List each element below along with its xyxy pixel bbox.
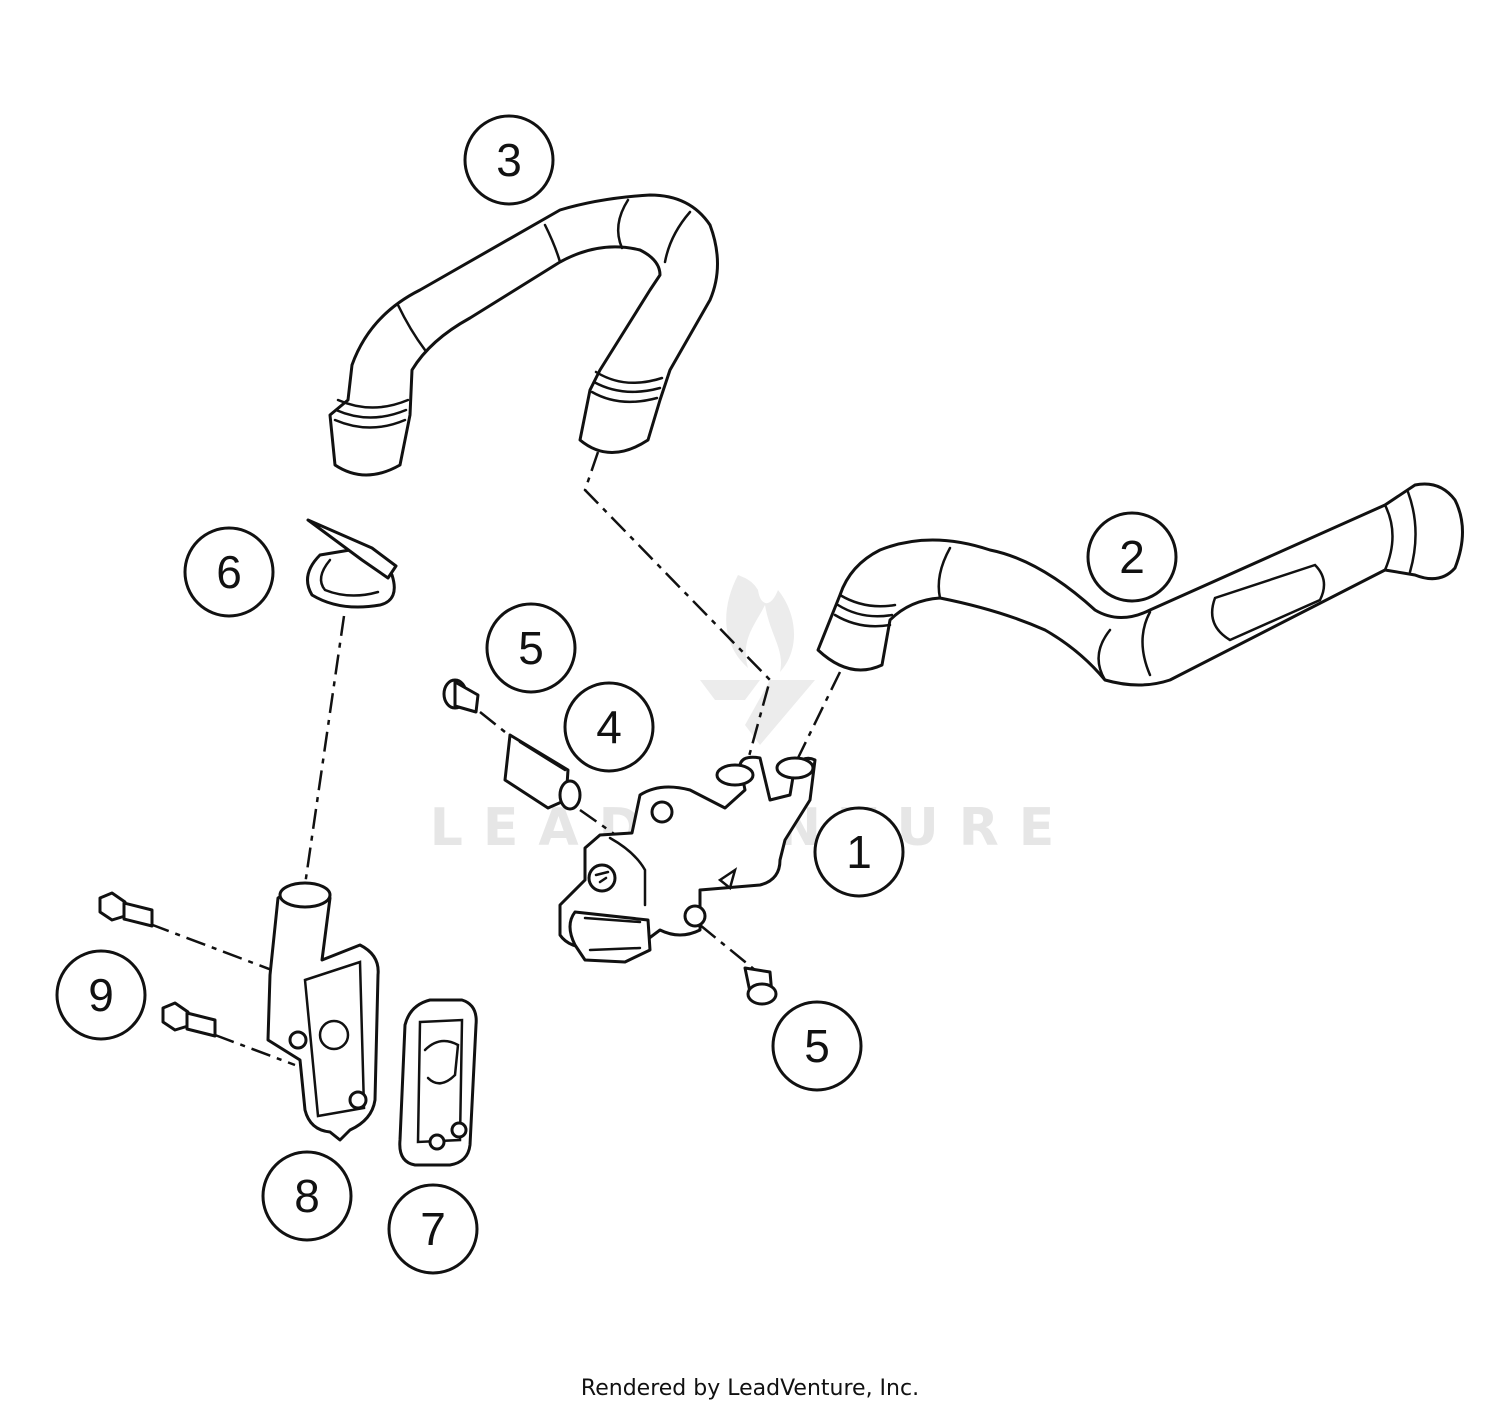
- housing-8[interactable]: [266, 881, 380, 1142]
- screw-5-top[interactable]: [442, 678, 480, 714]
- callout-3: 3: [463, 114, 555, 206]
- bolt-9-lower[interactable]: [161, 1001, 217, 1038]
- callout-label-6: 6: [216, 546, 242, 598]
- callout-5-top: 5: [485, 602, 577, 694]
- callout-label-3: 3: [496, 134, 522, 186]
- callout-label-5-bottom: 5: [804, 1020, 830, 1072]
- callout-8: 8: [261, 1150, 353, 1242]
- callout-9: 9: [55, 949, 147, 1041]
- callout-4: 4: [563, 681, 655, 773]
- callout-label-4: 4: [596, 701, 622, 753]
- callout-5-bottom: 5: [771, 1000, 863, 1092]
- callout-label-9: 9: [88, 969, 114, 1021]
- leader-bolt-upper: [149, 922, 286, 977]
- spacer-4[interactable]: [503, 733, 582, 811]
- callout-7: 7: [387, 1183, 479, 1275]
- callout-2: 2: [1086, 511, 1178, 603]
- leader-screw-top: [479, 711, 516, 741]
- footer-credit: Rendered by LeadVenture, Inc.: [580, 1376, 920, 1401]
- callout-6: 6: [183, 526, 275, 618]
- leader-lines: [149, 451, 842, 1067]
- callout-label-5-top: 5: [518, 622, 544, 674]
- callout-label-8: 8: [294, 1170, 320, 1222]
- hose-2[interactable]: [816, 482, 1464, 687]
- hose-3[interactable]: [328, 193, 719, 477]
- callout-label-7: 7: [420, 1203, 446, 1255]
- leader-screw-bottom: [699, 924, 756, 971]
- cover-7[interactable]: [398, 998, 478, 1167]
- bolt-9-upper[interactable]: [98, 891, 154, 928]
- cable-tie-6[interactable]: [306, 518, 398, 609]
- leader-hose2-valve: [796, 671, 842, 759]
- callout-label-1: 1: [846, 826, 872, 878]
- leader-bolt-lower: [214, 1033, 296, 1067]
- screw-5-bottom[interactable]: [743, 966, 778, 1006]
- leader-clamp-fitting: [303, 615, 346, 886]
- callout-1: 1: [813, 806, 905, 898]
- leader-hose3-valve: [583, 451, 772, 761]
- callout-label-2: 2: [1119, 531, 1145, 583]
- valve-1[interactable]: [558, 755, 817, 964]
